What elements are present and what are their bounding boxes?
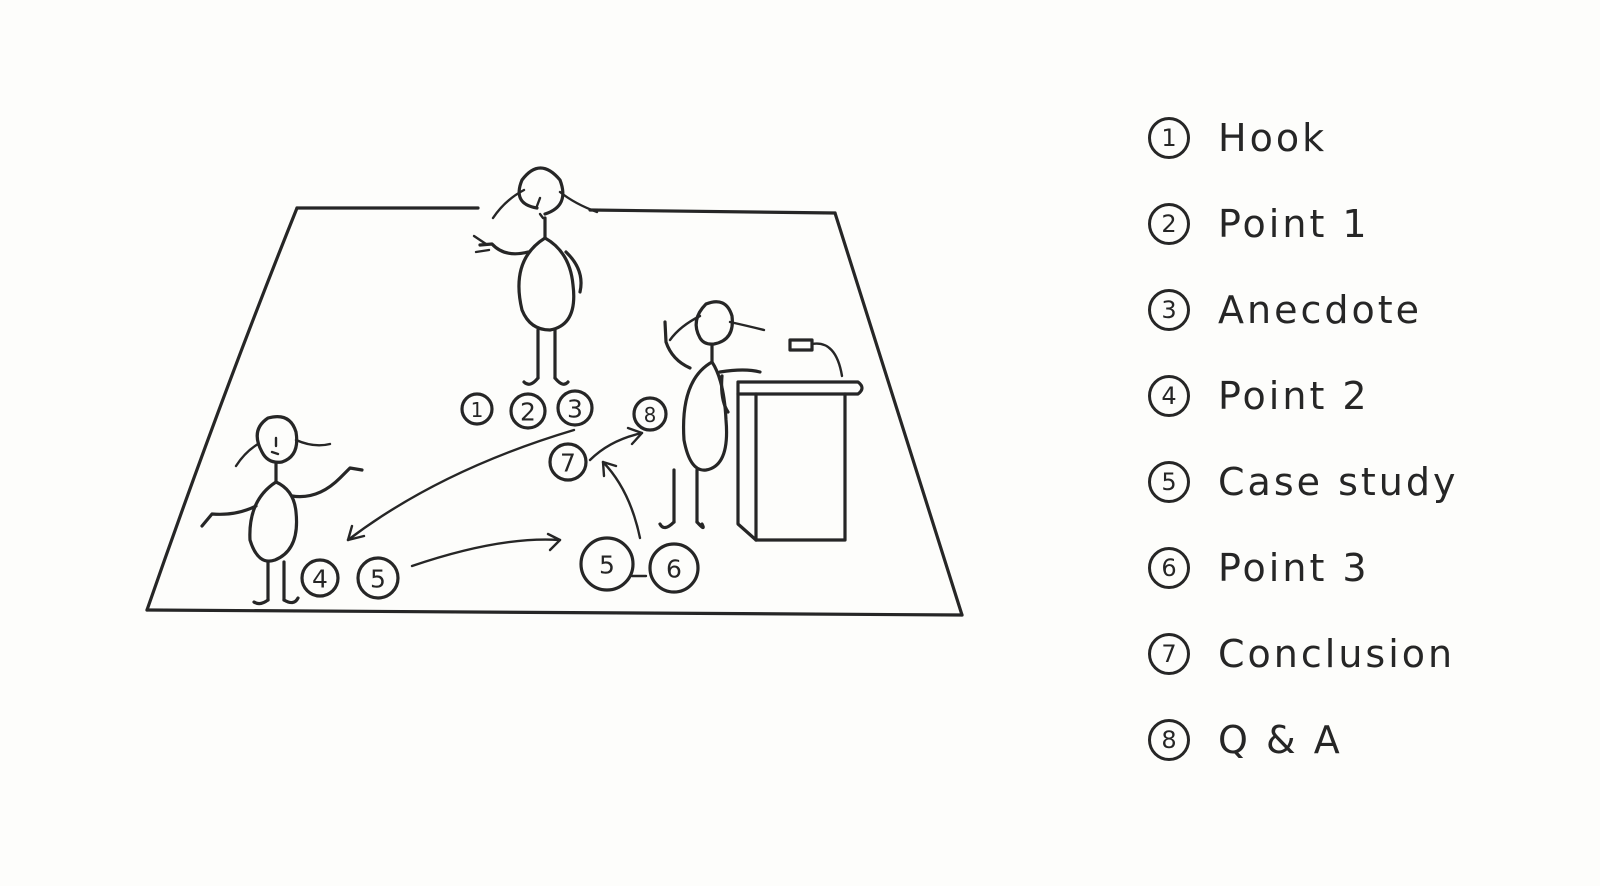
legend-item: 6 Point 3	[1148, 540, 1568, 596]
stage-marker-circle	[548, 442, 588, 482]
stage-marker-number: 5	[370, 565, 386, 594]
stage-marker-number: 1	[471, 398, 484, 422]
stage-position-markers: 1 2 3 4 5 5 6 7 8	[300, 389, 700, 600]
stage-marker-number: 8	[644, 403, 657, 427]
movement-arrows	[346, 426, 648, 578]
stage-marker-circle	[509, 392, 547, 430]
arrow-6-to-7	[601, 460, 642, 540]
legend-number: 4	[1148, 375, 1190, 417]
legend-number: 6	[1148, 547, 1190, 589]
stage-marker-5: 5	[579, 536, 635, 592]
legend-item: 1 Hook	[1148, 110, 1568, 166]
legend-number: 2	[1148, 203, 1190, 245]
stage-marker-5: 5	[356, 556, 400, 600]
legend-item: 7 Conclusion	[1148, 626, 1568, 682]
legend-number: 1	[1148, 117, 1190, 159]
lectern	[736, 338, 864, 542]
stage-marker-4: 4	[300, 558, 340, 598]
stage-marker-1: 1	[460, 392, 494, 426]
legend-item: 5 Case study	[1148, 454, 1568, 510]
stage-marker-circle	[579, 536, 635, 592]
stage-marker-number: 7	[560, 449, 576, 478]
legend-number: 5	[1148, 461, 1190, 503]
legend-item: 3 Anecdote	[1148, 282, 1568, 338]
stage-marker-number: 3	[567, 395, 583, 424]
speaker-figure-lectern	[658, 300, 766, 530]
stage-marker-number: 2	[520, 398, 536, 427]
legend-label: Conclusion	[1218, 632, 1456, 676]
legend: 1 Hook 2 Point 1 3 Anecdote 4 Point 2 5 Case stud…	[1148, 110, 1568, 798]
stage-floor	[145, 206, 964, 617]
legend-label: Hook	[1218, 116, 1328, 160]
stage-marker-number: 5	[599, 551, 615, 580]
stage-marker-circle	[648, 542, 700, 594]
arrow-5-to-5	[410, 538, 562, 568]
legend-item: 2 Point 1	[1148, 196, 1568, 252]
legend-label: Case study	[1218, 460, 1459, 504]
stage-marker-circle	[460, 392, 494, 426]
legend-label: Anecdote	[1218, 288, 1422, 332]
stage-marker-3: 3	[556, 389, 594, 427]
legend-item: 8 Q & A	[1148, 712, 1568, 768]
speaker-figure-left	[200, 415, 364, 606]
arrow-7-to-8	[588, 431, 644, 462]
speaker-figure-center	[472, 166, 599, 386]
stage-marker-number: 4	[312, 565, 328, 594]
stage-marker-2: 2	[509, 392, 547, 430]
stage-marker-7: 7	[548, 442, 588, 482]
stage-marker-8: 8	[632, 396, 668, 432]
legend-number: 7	[1148, 633, 1190, 675]
stage-marker-number: 6	[666, 555, 682, 584]
stage-marker-circle	[300, 558, 340, 598]
legend-label: Point 3	[1218, 546, 1370, 590]
stage-marker-circle	[556, 389, 594, 427]
legend-label: Point 2	[1218, 374, 1370, 418]
stage-marker-circle	[632, 396, 668, 432]
legend-label: Point 1	[1218, 202, 1370, 246]
stage-marker-6: 6	[648, 542, 700, 594]
arrow-3-to-4	[346, 428, 576, 542]
legend-label: Q & A	[1218, 718, 1343, 762]
legend-item: 4 Point 2	[1148, 368, 1568, 424]
legend-number: 8	[1148, 719, 1190, 761]
legend-number: 3	[1148, 289, 1190, 331]
stage-marker-circle	[356, 556, 400, 600]
